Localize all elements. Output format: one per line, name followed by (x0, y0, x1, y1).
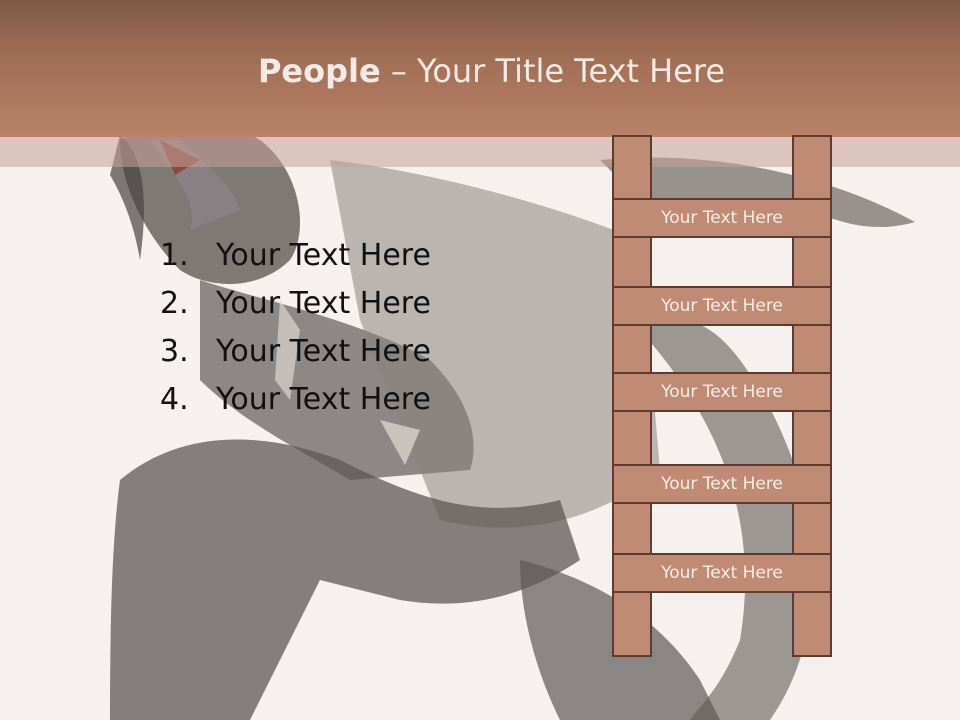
list-item: 2. Your Text Here (160, 280, 431, 328)
slide-title: People – Your Title Text Here (0, 52, 960, 90)
list-item-number: 3. (160, 334, 189, 369)
ladder-rung: Your Text Here (612, 553, 832, 593)
list-item-number: 2. (160, 286, 189, 321)
list-item-text: Your Text Here (216, 286, 431, 321)
list-item-number: 4. (160, 382, 189, 417)
list-item: 3. Your Text Here (160, 328, 431, 376)
ladder-rung: Your Text Here (612, 372, 832, 412)
list-item: 1. Your Text Here (160, 232, 431, 280)
title-bold: People (257, 52, 381, 90)
numbered-list: 1. Your Text Here 2. Your Text Here 3. Your… (160, 232, 431, 424)
list-item-text: Your Text Here (216, 238, 431, 273)
ladder-rung: Your Text Here (612, 286, 832, 326)
list-item-text: Your Text Here (216, 334, 431, 369)
header-band (0, 0, 960, 137)
list-item-number: 1. (160, 238, 189, 273)
ladder-rung: Your Text Here (612, 464, 832, 504)
list-item: 4. Your Text Here (160, 376, 431, 424)
title-rest: – Your Title Text Here (380, 52, 726, 90)
list-item-text: Your Text Here (216, 382, 431, 417)
ladder-rung: Your Text Here (612, 198, 832, 238)
